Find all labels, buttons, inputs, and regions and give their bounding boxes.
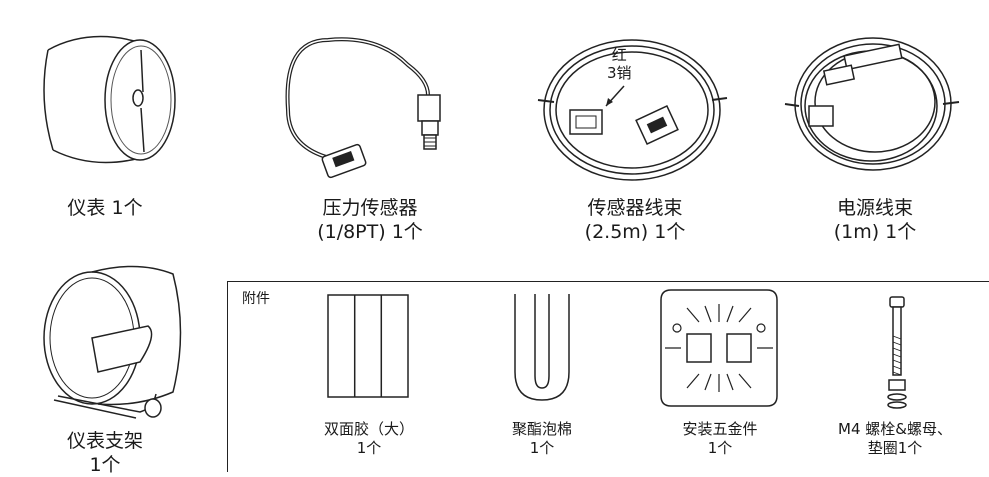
accessories-box [227, 281, 989, 472]
accessory-name: M4 螺栓&螺母、 [838, 420, 952, 438]
pressure-sensor-illustration [285, 37, 441, 179]
pressure-sensor-spec: (1/8PT) 1个 [317, 221, 423, 243]
sensor-harness-illustration [537, 39, 728, 181]
gauge-bracket-illustration [43, 265, 182, 419]
mounting-hardware-illustration [660, 289, 778, 407]
gauge-bracket-name: 仪表支架 [66, 430, 143, 452]
sensor-harness-spec: (2.5m) 1个 [584, 221, 686, 243]
power-harness-spec: (1m) 1个 [833, 221, 917, 243]
accessory-name: 双面胶（大） [323, 420, 414, 438]
accessory-qty: 1个 [707, 439, 733, 457]
callout-color: 红 [611, 46, 627, 64]
double-sided-tape-illustration [327, 294, 409, 398]
accessory-name: 安装五金件 [682, 420, 758, 438]
gauge-illustration [43, 35, 176, 164]
pressure-sensor-name: 压力传感器 [322, 197, 418, 219]
accessory-name: 聚酯泡棉 [511, 420, 572, 438]
power-harness-name: 电源线束 [836, 197, 913, 219]
power-harness-illustration [784, 37, 960, 171]
accessory-qty: 1个 [529, 439, 555, 457]
polyester-foam-illustration [514, 294, 570, 401]
accessories-title: 附件 [242, 291, 270, 307]
gauge-caption: 仪表 1个 [67, 197, 143, 219]
gauge-bracket-qty: 1个 [89, 454, 121, 476]
accessory-qty: 1个 [356, 439, 382, 457]
bolt-nut-washer-illustration [887, 296, 907, 409]
accessory-qty: 垫圈1个 [867, 439, 923, 457]
connector-callout: 红 3销 [607, 46, 632, 82]
sensor-harness-name: 传感器线束 [587, 197, 683, 219]
callout-pins: 3销 [607, 64, 632, 82]
